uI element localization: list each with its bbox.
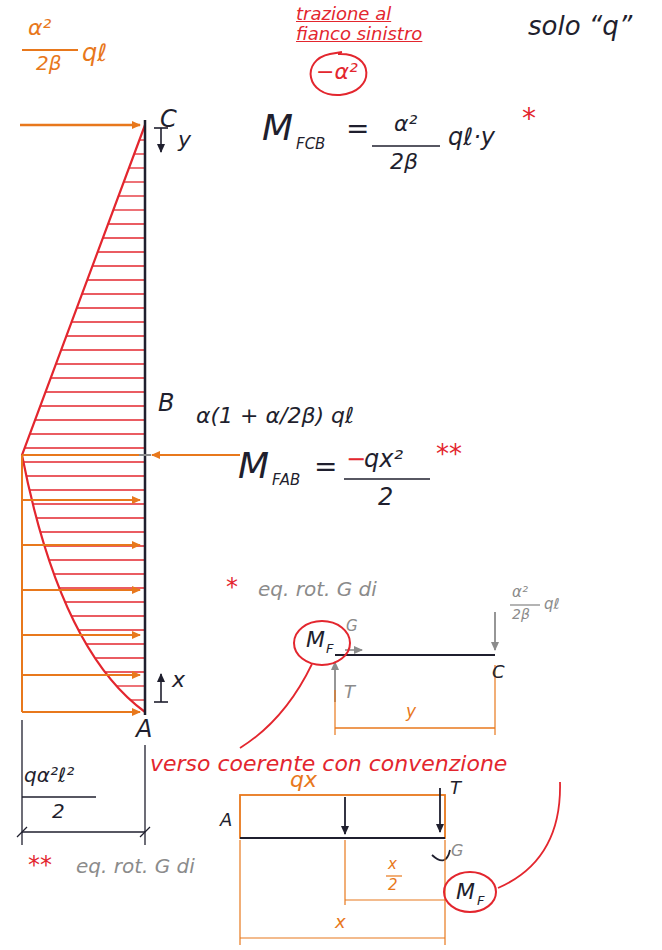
label-text: qℓ [544, 596, 560, 613]
hatch-line [119, 195, 144, 196]
label-text: α² [28, 16, 51, 40]
label-text: − [346, 446, 366, 472]
label-text: = [346, 114, 369, 145]
label-text: qx [290, 768, 317, 792]
label-text: A [220, 810, 232, 830]
hatch-line [49, 559, 144, 560]
hatch-line [56, 363, 144, 364]
label-text: −α² [316, 60, 358, 84]
label-text: 2β [390, 150, 418, 174]
hatch-line [86, 643, 144, 644]
hatch-line [108, 223, 144, 224]
label-text: 2 [378, 484, 393, 510]
hatch-line [92, 265, 144, 266]
hatch-line [77, 307, 144, 308]
hatch-line [95, 657, 144, 658]
hatch-line [82, 293, 144, 294]
label-text: eq. rot. G di [76, 855, 195, 877]
hatch-line [113, 209, 144, 210]
label-text: F [477, 894, 484, 908]
hatch-line [87, 279, 144, 280]
label-text: G [451, 842, 463, 860]
hatch-line [116, 685, 144, 686]
hatch-line [61, 349, 144, 350]
hatch-line [45, 391, 144, 392]
label-text: qℓ·y [448, 124, 495, 150]
label-text: FCB [296, 136, 325, 153]
label-text: A [136, 716, 152, 742]
label-text: α(1 + α/2β) qℓ [196, 404, 354, 428]
hatch-line [51, 377, 144, 378]
hatch-line [72, 321, 144, 322]
label-text: M [238, 446, 269, 486]
label-text: qx² [364, 446, 403, 472]
hatch-line [134, 153, 144, 154]
hatch-line [35, 419, 144, 420]
label-text: B [158, 390, 174, 416]
label-text: x [335, 912, 346, 932]
hatch-line [30, 433, 144, 434]
hatch-line [40, 531, 144, 532]
label-text: = [314, 452, 337, 483]
label-text: ** [436, 440, 462, 469]
hatch-line [29, 489, 144, 490]
label-text: α² [394, 112, 417, 136]
hatch-line [40, 405, 144, 406]
hatch-line [65, 601, 144, 602]
hatch-line [24, 461, 144, 462]
label-text: * [226, 574, 238, 600]
label-text: verso coerente con convenzione [150, 752, 507, 776]
label-text: 2 [52, 800, 65, 822]
hatch-line [98, 251, 144, 252]
hatch-line [105, 671, 144, 672]
hatch-line [66, 335, 144, 336]
hatch-line [59, 587, 144, 588]
label-text: eq. rot. G di [258, 578, 377, 600]
hatch-line [33, 503, 144, 504]
label-text: M [456, 880, 475, 904]
label-text: x [172, 668, 185, 692]
label-text: M [262, 108, 293, 148]
label-text: solo “q” [528, 12, 632, 41]
label-text: 2β [512, 607, 530, 622]
hatch-line [36, 517, 144, 518]
label-text: y [406, 702, 416, 721]
label-text: qℓ [82, 40, 107, 66]
label-text: C [492, 662, 505, 682]
label-text: T [344, 682, 355, 702]
label-text: * [522, 104, 536, 135]
label-text: T [450, 778, 461, 798]
hatch-line [72, 615, 144, 616]
hatch-line [25, 447, 144, 448]
hatch-line [103, 237, 144, 238]
label-text: 2β [36, 52, 62, 74]
label-text: G [346, 618, 358, 635]
label-text: y [178, 128, 191, 152]
label-text: ** [28, 852, 52, 878]
label-text: α² [512, 584, 528, 601]
hatch-line [54, 573, 144, 574]
hatch-line [78, 629, 144, 630]
label-text: M [306, 628, 325, 652]
label-text: F [326, 642, 333, 656]
label-text: x [388, 856, 397, 873]
hatch-line [26, 475, 144, 476]
hatch-line [124, 181, 144, 182]
label-text: qα²ℓ² [24, 764, 74, 786]
hatch-line [129, 167, 144, 168]
label-text: 2 [388, 877, 398, 894]
label-text: C [160, 106, 177, 132]
label-text: trazione al fianco sinistro [296, 4, 436, 44]
label-text: FAB [272, 472, 300, 489]
